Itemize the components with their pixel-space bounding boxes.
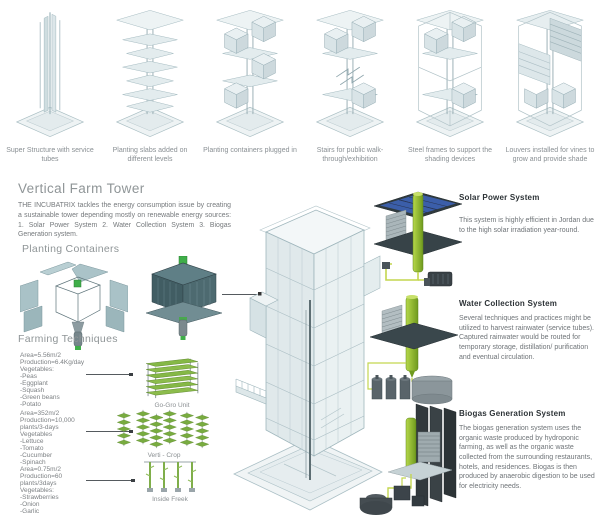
system-body: This system is highly efficient in Jorda…	[459, 217, 594, 234]
spec-area: Area=5.56m/2	[20, 352, 62, 359]
super-structure-diagram	[15, 12, 85, 138]
system-body: The biogas generation system uses the or…	[459, 425, 595, 490]
tower-evolution-steps: Super Structure with service tubes Plant…	[0, 4, 600, 164]
spec-item: -Onion	[20, 501, 40, 509]
unit-label: Verti - Crop	[147, 452, 181, 459]
step-3: Planting containers plugged in	[200, 4, 300, 164]
spec-item: -Squash	[20, 387, 45, 395]
leader-line	[86, 374, 130, 375]
spec-item: -Green beans	[20, 394, 60, 402]
step-caption: Stairs for public walk-through/exhibitio…	[316, 147, 384, 164]
step-4: Stairs for public walk-through/exhibitio…	[300, 4, 400, 164]
spec-item: -Lettuce	[20, 438, 44, 446]
spec-item: -Spinach	[20, 459, 46, 467]
unit-diagram-go-gro	[146, 358, 199, 399]
unit-diagram-inside-freek	[144, 461, 197, 492]
spec-item: -Strawberries	[20, 494, 59, 502]
step-5: Steel frames to support the shading devi…	[400, 4, 500, 164]
assembled-container-diagram	[146, 256, 222, 340]
step-caption: Planting slabs added on different levels	[112, 147, 188, 164]
unit-label: Go-Gro Unit	[154, 402, 190, 409]
spec-item: -Potato	[20, 401, 41, 409]
technique-spec-2: Area=352m/2 Production=10,000 plants/3-d…	[20, 410, 84, 466]
page-title: Vertical Farm Tower	[18, 181, 145, 196]
section-title-planting-containers: Planting Containers	[22, 243, 120, 255]
steel-frames-diagram	[415, 10, 485, 138]
technique-spec-1: Area=5.56m/2 Production=6.4Kg/day Vegeta…	[20, 352, 84, 408]
step-2: Planting slabs added on different levels	[100, 4, 200, 164]
spec-veg-label: Vegetables	[20, 431, 53, 439]
leader-dot	[131, 478, 135, 482]
stairs-diagram	[315, 10, 385, 138]
water-system-diagram	[367, 295, 459, 405]
spec-veg-label: Vegetables:	[20, 487, 54, 495]
spec-item: -Peas	[20, 373, 37, 381]
spec-production: Production=60 plants/3days	[20, 473, 63, 488]
step-6: Louvers installed for vines to grow and …	[500, 4, 600, 164]
spec-area: Area=0.75m/2	[20, 466, 62, 473]
system-title: Water Collection System	[459, 299, 558, 308]
leader-line	[86, 431, 130, 432]
step-caption: Super Structure with service tubes	[6, 147, 94, 164]
section-title-farming-techniques: Farming Techniques	[18, 333, 118, 345]
step-caption: Steel frames to support the shading devi…	[407, 147, 493, 164]
intro-paragraph: THE INCUBATRIX tackles the energy consum…	[18, 202, 231, 239]
system-title: Biogas Generation System	[459, 409, 566, 418]
step-1: Super Structure with service tubes	[0, 4, 100, 164]
unit-label: Inside Freek	[152, 496, 188, 503]
containers-plugged-diagram	[215, 10, 285, 138]
biogas-system-diagram	[359, 403, 457, 515]
leader-line	[86, 480, 132, 481]
step-caption: Louvers installed for vines to grow and …	[505, 147, 595, 164]
system-body: Several techniques and practices might b…	[459, 315, 594, 361]
spec-item: -Garlic	[20, 508, 40, 516]
spec-veg-label: Vegetables:	[20, 366, 54, 374]
step-caption: Planting containers plugged in	[203, 147, 297, 154]
technique-spec-3: Area=0.75m/2 Production=60 plants/3days …	[20, 466, 84, 515]
main-tower-diagram	[233, 205, 383, 511]
solar-system-diagram	[373, 191, 463, 287]
leader-dot	[129, 429, 133, 433]
exploded-container-diagram	[20, 261, 128, 350]
system-title: Solar Power System	[459, 193, 540, 202]
spec-item: -Tomato	[20, 445, 44, 453]
spec-area: Area=352m/2	[20, 410, 60, 417]
louvers-diagram	[515, 10, 585, 138]
leader-dot	[129, 372, 133, 376]
planting-slabs-diagram	[115, 10, 185, 138]
spec-production: Production=10,000 plants/3-days	[20, 417, 75, 432]
spec-item: -Eggplant	[20, 380, 48, 388]
spec-production: Production=6.4Kg/day	[20, 359, 85, 367]
unit-diagram-verti-crop	[116, 409, 210, 449]
spec-item: -Cucumber	[20, 452, 53, 460]
leader-line	[222, 294, 262, 295]
